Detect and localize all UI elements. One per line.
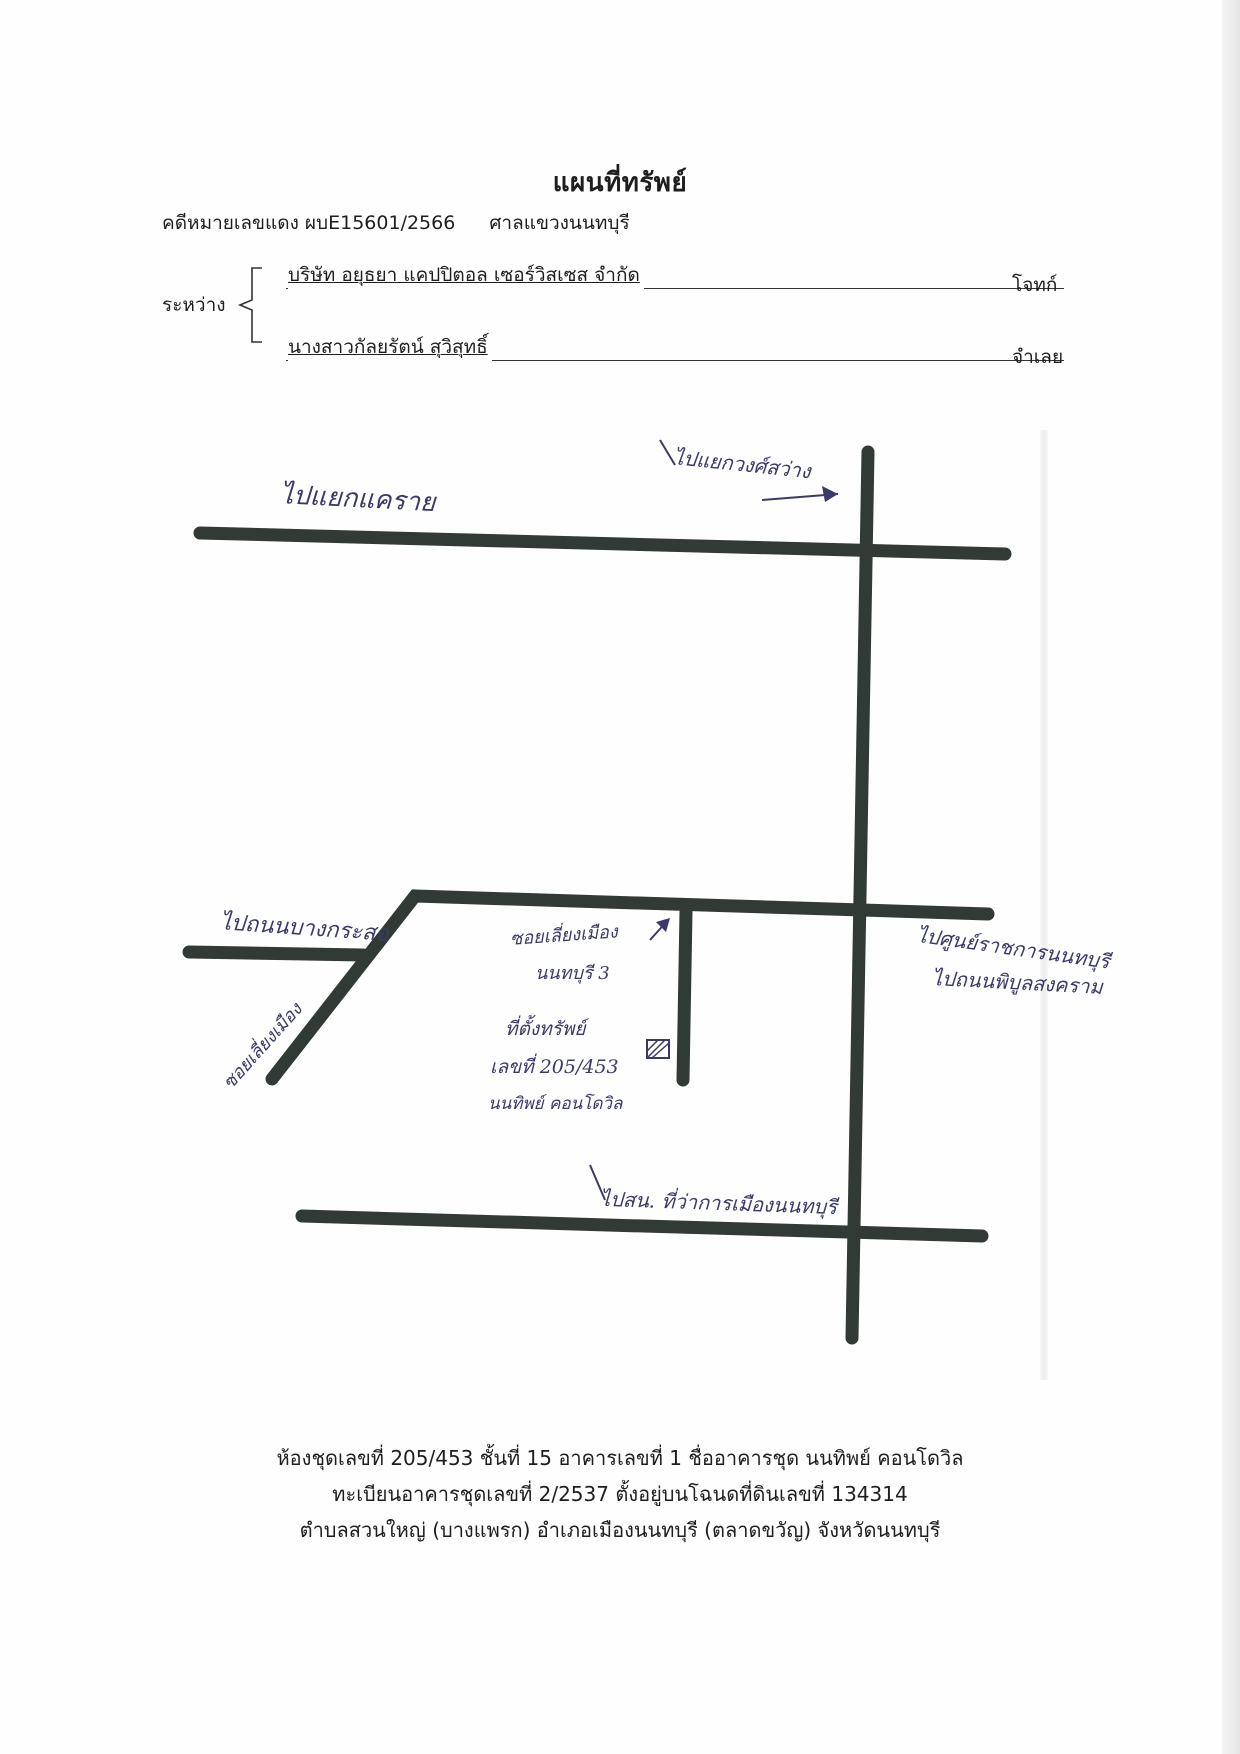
hatched-square-icon (646, 1039, 670, 1059)
label-soi-line2: นนทบุรี 3 (535, 963, 610, 984)
defendant-underline (286, 360, 1064, 361)
label-property-line1: ที่ตั้งทรัพย์ (505, 1014, 590, 1040)
plaintiff-role: โจทก์ (1012, 274, 1058, 296)
road-middle-branch (265, 889, 995, 1086)
label-property-line3: นนทิพย์ คอนโดวิล (488, 1093, 624, 1114)
footer-line-2: ทะเบียนอาคารชุดเลขที่ 2/2537 ตั้งอยู่บนโ… (332, 1482, 908, 1506)
plaintiff-underline (286, 288, 1064, 289)
label-to-nonthaburi-center: ไปสน. ที่ว่าการเมืองนนทบุรี (600, 1185, 841, 1220)
label-property-line2: เลขที่ 205/453 (490, 1053, 619, 1078)
defendant-name: นางสาวกัลยรัตน์ สุวิสุทธิ์ (288, 332, 492, 362)
case-number: คดีหมายเลขแดง ผบE15601/2566 (162, 212, 456, 234)
court-name: ศาลแขวงนนทบุรี (489, 212, 630, 234)
label-to-khae-rai: ไปแยกแคราย (279, 479, 437, 518)
road-top-horizontal (193, 526, 1012, 561)
plaintiff-row: บริษัท อยุธยา แคปปิตอล เซอร์วิสเซส จำกัด… (286, 260, 1064, 296)
between-label: ระหว่าง (162, 294, 226, 316)
defendant-row: นางสาวกัลยรัตน์ สุวิสุทธิ์ จำเลย (286, 332, 1064, 368)
arrow-up-right-icon (649, 918, 670, 941)
label-to-bang-krasor: ไปถนนบางกระสอ (219, 909, 390, 947)
label-tick-mark-2 (589, 1164, 606, 1201)
defendant-role: จำเลย (1012, 346, 1064, 368)
road-bottom-horizontal (295, 1209, 989, 1243)
label-to-phibun-2: ไปถนนพิบูลสงคราม (931, 966, 1105, 1000)
label-tick-mark (659, 439, 676, 466)
document-title: แผนที่ทรัพย์ (552, 168, 688, 198)
footer-line-3: ตำบลสวนใหญ่ (บางแพรก) อำเภอเมืองนนทบุรี … (299, 1518, 941, 1542)
curly-brace-icon (237, 267, 262, 343)
road-left-stub (182, 945, 370, 962)
case-info-line: คดีหมายเลขแดง ผบE15601/2566 ศาลแขวงนนทบุ… (162, 208, 630, 238)
scan-page-edge (1222, 0, 1240, 1754)
footer-line-1: ห้องชุดเลขที่ 205/453 ชั้นที่ 15 อาคารเล… (276, 1446, 964, 1470)
road-soi-vertical (676, 905, 693, 1087)
scan-fold-shadow (1040, 430, 1048, 1380)
plaintiff-name: บริษัท อยุธยา แคปปิตอล เซอร์วิสเซส จำกัด (288, 260, 644, 290)
road-main-vertical (845, 445, 875, 1345)
arrow-right-icon (761, 486, 839, 502)
label-to-wongsawang: ไปแยกวงศ์สว่าง (672, 445, 813, 483)
property-description: ห้องชุดเลขที่ 205/453 ชั้นที่ 15 อาคารเล… (0, 1440, 1240, 1548)
label-soi-line1: ซอยเลี่ยงเมือง (509, 918, 619, 950)
